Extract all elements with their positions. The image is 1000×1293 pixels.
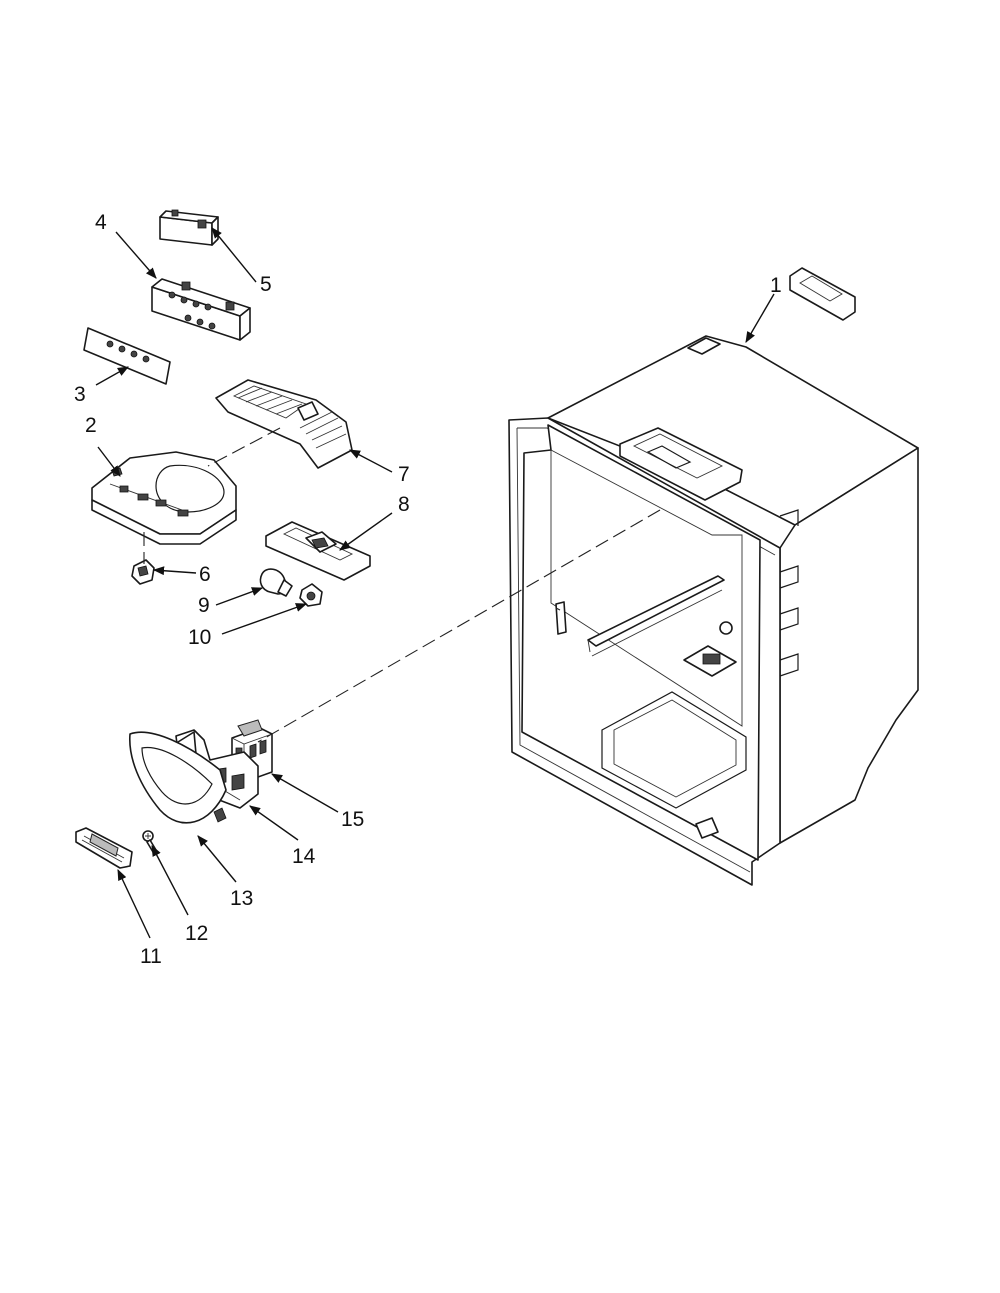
part-11-bezel [75, 827, 133, 869]
callout-12: 12 [185, 922, 208, 945]
callout-15: 15 [341, 808, 364, 831]
callout-14: 14 [292, 845, 316, 868]
part-1-liner [508, 267, 919, 886]
callout-5: 5 [260, 273, 272, 296]
part-2-housing [91, 451, 237, 545]
part-8-socket-housing [265, 521, 371, 581]
callout-4: 4 [95, 211, 107, 234]
part-9-bulb [259, 568, 293, 597]
callout-6: 6 [199, 563, 211, 586]
callout-10: 10 [188, 626, 211, 649]
leader-lines [95, 227, 775, 939]
callout-11: 11 [140, 945, 162, 968]
callout-9: 9 [198, 594, 210, 617]
callout-1: 1 [770, 274, 782, 297]
assembly-lines [143, 427, 661, 743]
callout-labels: 1 2 3 4 5 6 7 8 9 10 11 12 13 14 15 [74, 211, 782, 968]
part-5-rail [159, 209, 219, 246]
part-13-trim [129, 731, 227, 824]
part-6-clip [131, 559, 155, 585]
callout-7: 7 [398, 463, 410, 486]
part-7-shield [215, 379, 353, 469]
callout-3: 3 [74, 383, 86, 406]
callout-13: 13 [230, 887, 253, 910]
part-4-bracket [151, 278, 251, 341]
callout-8: 8 [398, 493, 410, 516]
callout-2: 2 [85, 414, 97, 437]
part-10-socket [299, 583, 323, 607]
part-3-strip [83, 327, 171, 385]
